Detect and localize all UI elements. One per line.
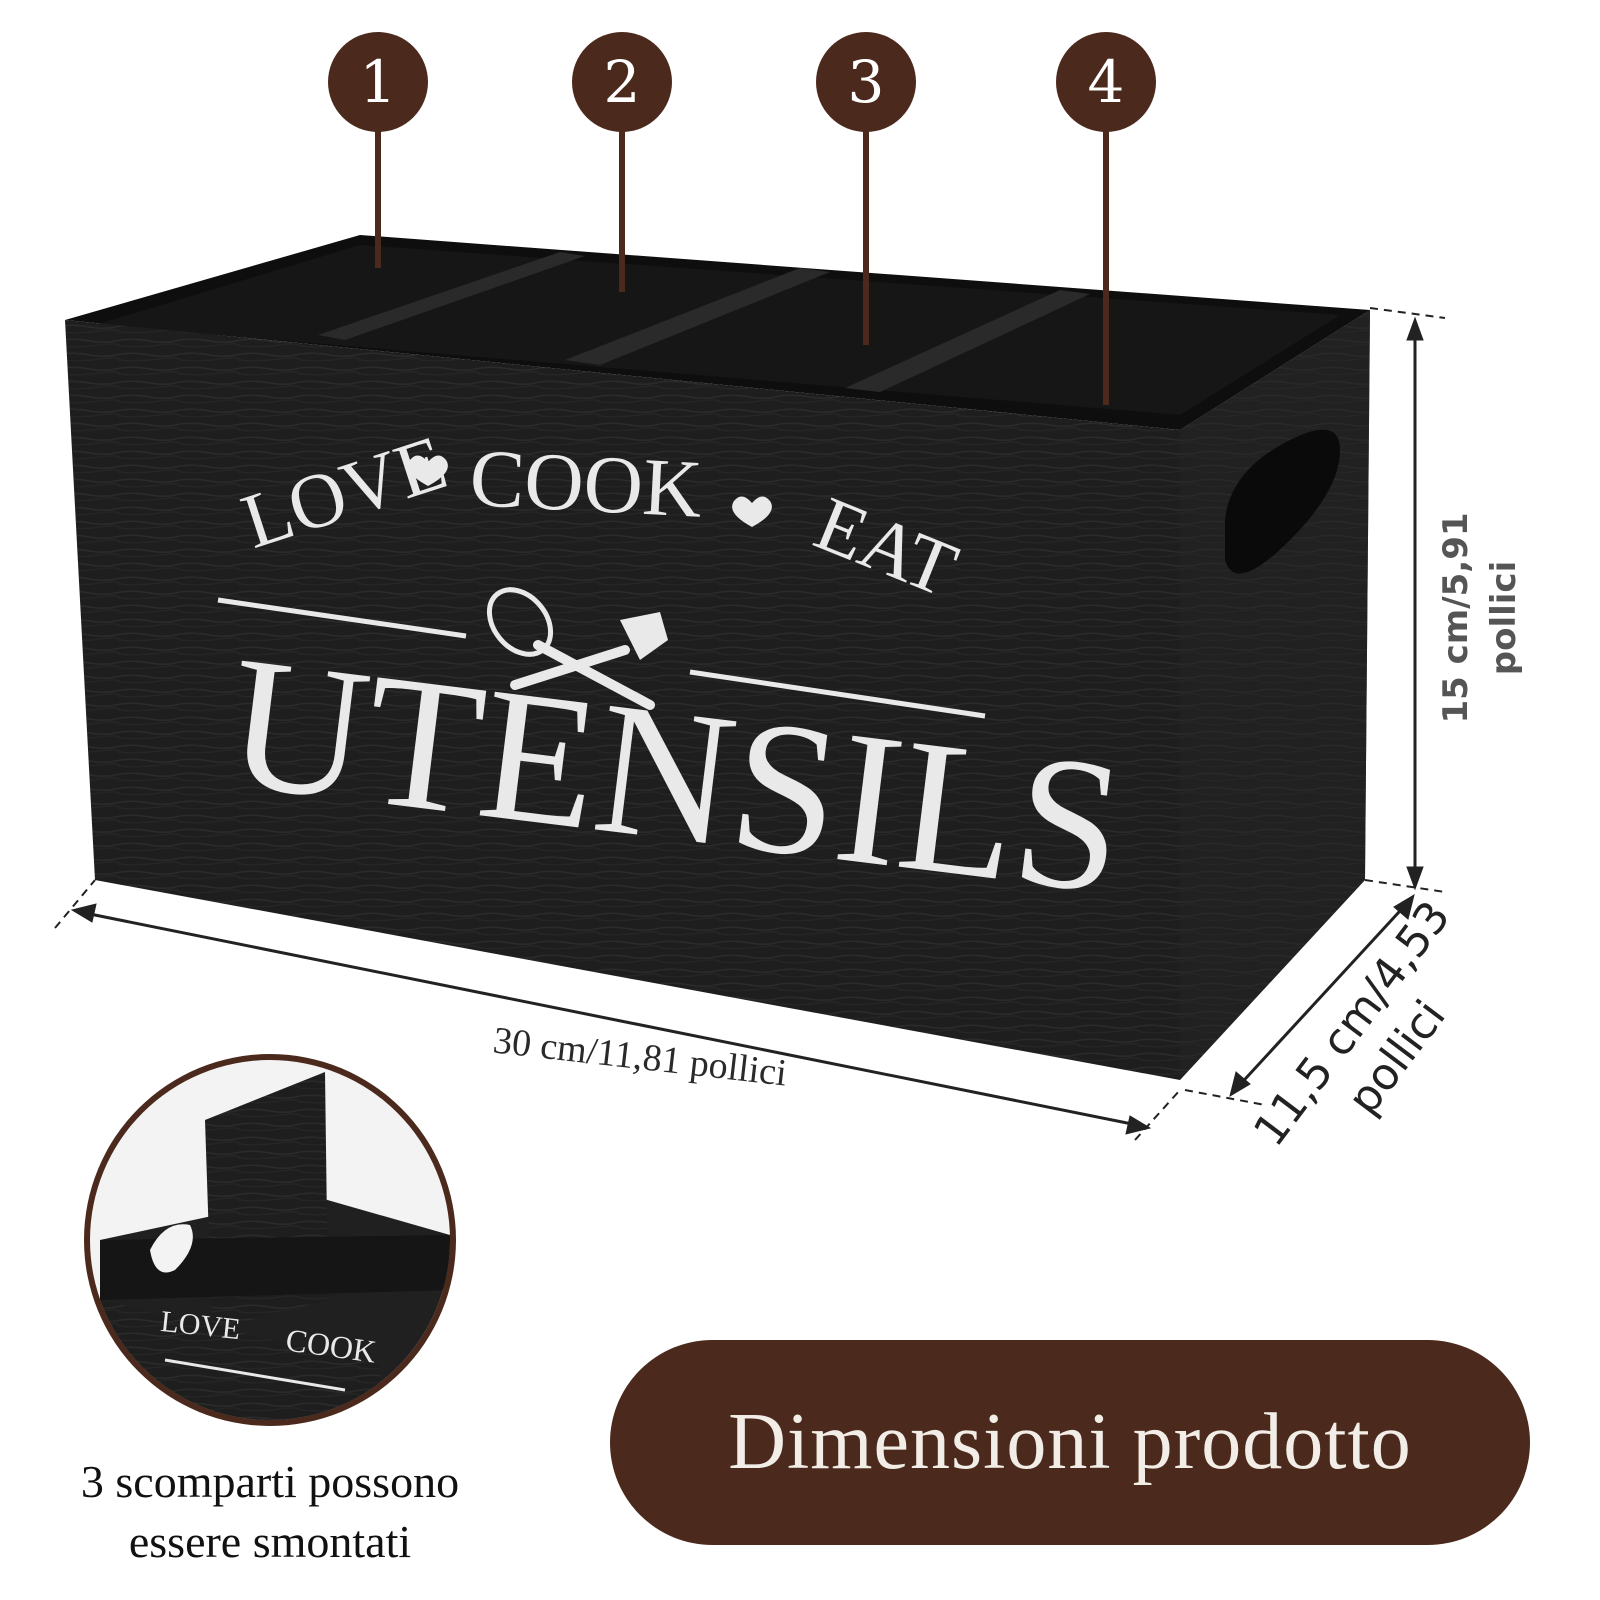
box-front-panel bbox=[65, 320, 1180, 1080]
height-label-line2: pollici bbox=[1484, 560, 1524, 676]
inset-handle-slot bbox=[150, 1224, 193, 1273]
utensil-box bbox=[65, 235, 1370, 1080]
divider-1 bbox=[318, 252, 585, 340]
handle-slot bbox=[1225, 429, 1340, 574]
print-rule-right bbox=[689, 669, 986, 719]
product-dimensions-label: Dimensioni prodotto bbox=[728, 1398, 1412, 1486]
divider-3 bbox=[845, 290, 1090, 392]
inset-caption-line1: 3 scomparti possono bbox=[80, 1456, 460, 1507]
callout-badge-2 bbox=[572, 32, 672, 132]
callout-number-2: 2 bbox=[603, 48, 641, 116]
heart-icon bbox=[408, 455, 448, 486]
height-label-line1: 15 cm/5,91 bbox=[1436, 512, 1476, 724]
whisk-spatula-icon bbox=[486, 587, 668, 710]
callout-number-3: 3 bbox=[847, 48, 885, 116]
inset-caption-line2: essere smontati bbox=[128, 1516, 412, 1567]
product-dimensions-badge: Dimensioni prodotto bbox=[610, 1340, 1530, 1545]
heart-icon bbox=[732, 496, 772, 527]
callout-number-4: 4 bbox=[1087, 48, 1125, 116]
callout-number-1: 1 bbox=[359, 48, 397, 116]
height-label: 15 cm/5,91 pollici bbox=[1432, 388, 1528, 848]
width-dimension-line bbox=[79, 910, 1143, 1128]
dimension-lines bbox=[54, 307, 1446, 1141]
depth-dimension-line bbox=[1233, 898, 1412, 1092]
divider-detail-inset: LOVE COOK bbox=[84, 1054, 456, 1426]
inset-caption: 3 scomparti possono essere smontati bbox=[0, 1452, 540, 1572]
callout-badge-1 bbox=[328, 32, 428, 132]
print-cook: COOK bbox=[468, 432, 705, 535]
compartment-callouts bbox=[328, 32, 1156, 405]
callout-badge-4 bbox=[1056, 32, 1156, 132]
print-rule-left bbox=[217, 597, 467, 639]
callout-badge-3 bbox=[816, 32, 916, 132]
divider-2 bbox=[565, 268, 830, 365]
